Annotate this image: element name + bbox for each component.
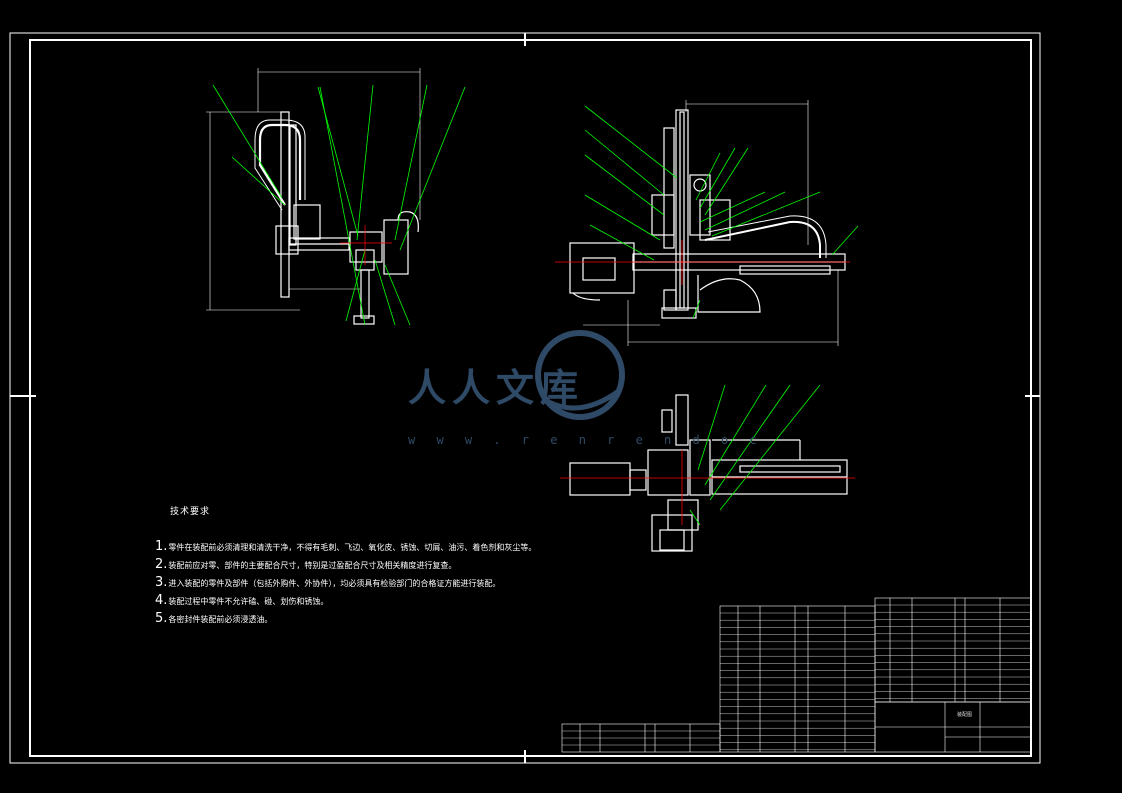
side-view	[569, 100, 846, 346]
requirement-number: 5.	[155, 611, 168, 626]
requirement-text: 装配过程中零件不允许磕、碰、划伤和锈蚀。	[168, 597, 329, 606]
requirement-item: 1.零件在装配前必须清理和清洗干净，不得有毛刺、飞边、氧化皮、锈蚀、切屑、油污、…	[155, 538, 536, 556]
top-view-leaders	[689, 384, 821, 526]
top-view	[569, 394, 848, 552]
requirement-item: 2.装配前应对零、部件的主要配合尺寸，特别是过盈配合尺寸及相关精度进行复查。	[155, 556, 536, 574]
requirement-item: 3.进入装配的零件及部件（包括外购件、外协件），均必须具有检验部门的合格证方能进…	[155, 574, 536, 592]
front-view-centerlines	[340, 225, 392, 265]
requirement-item: 4.装配过程中零件不允许磕、碰、划伤和锈蚀。	[155, 592, 536, 610]
drawing-name: 装配图	[957, 712, 973, 718]
technical-requirements-title: 技术要求	[170, 507, 211, 517]
centering-marks	[10, 33, 1040, 763]
requirement-number: 1.	[155, 539, 168, 554]
requirement-number: 2.	[155, 557, 168, 572]
side-view-leaders	[584, 105, 859, 319]
technical-requirements-list: 1.零件在装配前必须清理和清洗干净，不得有毛刺、飞边、氧化皮、锈蚀、切屑、油污、…	[155, 538, 536, 628]
requirement-number: 3.	[155, 575, 168, 590]
requirement-text: 装配前应对零、部件的主要配合尺寸，特别是过盈配合尺寸及相关精度进行复查。	[168, 561, 457, 570]
requirement-number: 4.	[155, 593, 168, 608]
front-view	[206, 68, 421, 325]
requirement-text: 零件在装配前必须清理和清洗干净，不得有毛刺、飞边、氧化皮、锈蚀、切屑、油污、着色…	[168, 543, 537, 552]
bom-row-lines	[562, 604, 1031, 750]
requirement-text: 进入装配的零件及部件（包括外购件、外协件），均必须具有检验部门的合格证方能进行装…	[168, 579, 501, 588]
top-view-centerlines	[560, 450, 855, 525]
requirement-text: 各密封件装配前必须浸透油。	[168, 615, 273, 624]
inner-frame	[29, 39, 1032, 757]
side-view-centerlines	[555, 240, 850, 285]
front-view-leaders	[212, 84, 466, 326]
bill-of-materials	[561, 597, 1032, 753]
watermark-url: w w w . r e n r e n d o c	[408, 433, 764, 447]
watermark-text: 人人文库	[408, 365, 585, 410]
requirement-item: 5.各密封件装配前必须浸透油。	[155, 610, 536, 628]
